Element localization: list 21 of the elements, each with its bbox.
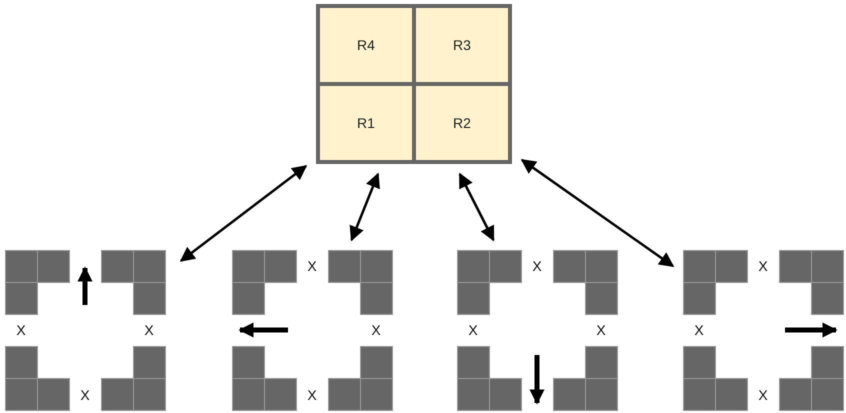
- x-mark: X: [694, 323, 704, 337]
- x-mark: X: [596, 323, 606, 337]
- x-mark: X: [80, 388, 90, 402]
- double-arrow: [520, 158, 674, 268]
- x-mark: X: [307, 259, 317, 273]
- x-mark: X: [144, 323, 154, 337]
- x-mark: X: [16, 323, 26, 337]
- double-arrow: [350, 172, 380, 242]
- x-mark: X: [371, 323, 381, 337]
- x-mark: X: [307, 388, 317, 402]
- grid-cell: R1: [320, 86, 412, 160]
- grid-cell: R3: [416, 8, 508, 82]
- double-arrow: [180, 165, 308, 262]
- region-grid: [316, 4, 512, 164]
- x-mark: X: [468, 323, 478, 337]
- x-mark: X: [758, 388, 768, 402]
- grid-cell: R4: [320, 8, 412, 82]
- x-mark: X: [758, 259, 768, 273]
- double-arrow: [458, 172, 495, 242]
- grid-cell: R2: [416, 86, 508, 160]
- x-mark: X: [532, 259, 542, 273]
